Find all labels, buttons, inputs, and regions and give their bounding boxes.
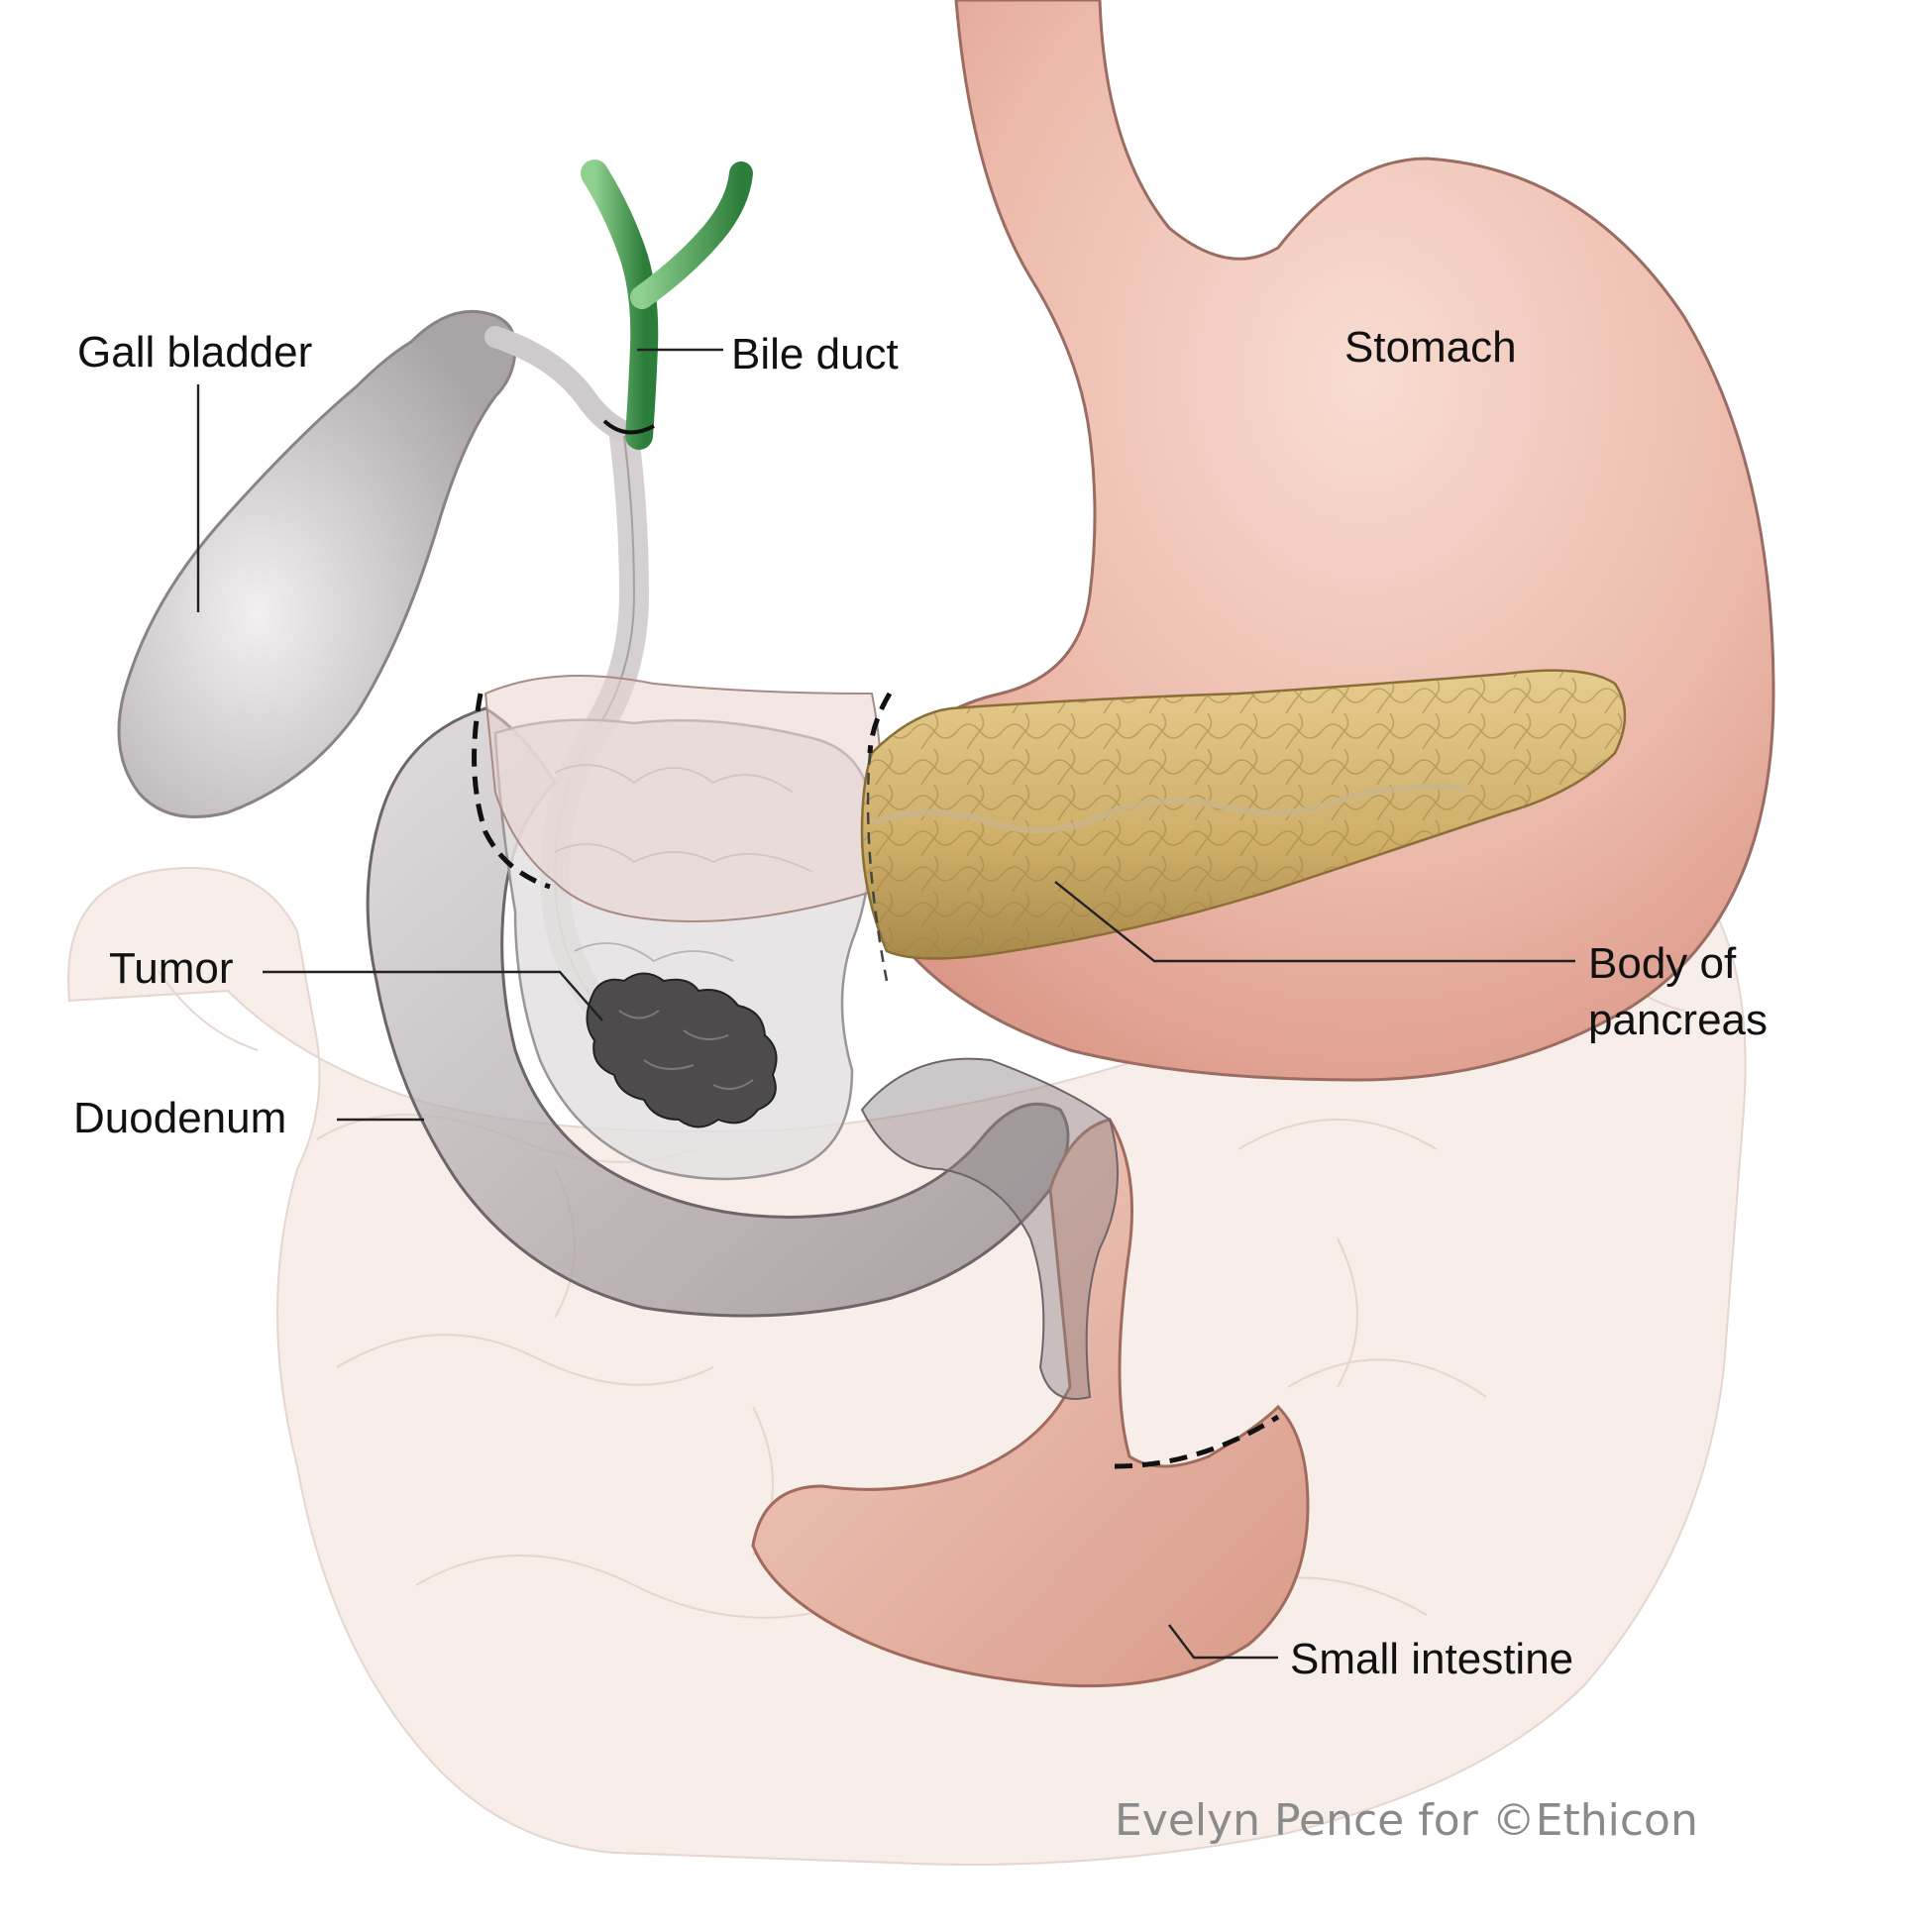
label-duodenum: Duodenum (73, 1094, 286, 1142)
label-body-of-pancreas-line2: pancreas (1588, 996, 1768, 1044)
small-intestine (751, 1118, 1310, 1688)
label-bile-duct: Bile duct (731, 330, 899, 378)
body-of-pancreas (860, 669, 1627, 960)
leader-lines (196, 348, 1575, 1660)
label-stomach: Stomach (1344, 323, 1517, 372)
tumor (586, 972, 778, 1128)
duodenojejunal-limb (860, 1057, 1119, 1400)
label-gall-bladder: Gall bladder (77, 328, 312, 376)
artist-credit: Evelyn Pence for ©Ethicon (1115, 1795, 1698, 1846)
resection-lines (472, 692, 1280, 1469)
label-tumor: Tumor (109, 944, 234, 993)
label-body-of-pancreas-line1: Body of (1588, 939, 1737, 988)
duodenum (366, 706, 1070, 1318)
label-small-intestine: Small intestine (1290, 1635, 1573, 1683)
bile-duct-green (581, 160, 753, 450)
